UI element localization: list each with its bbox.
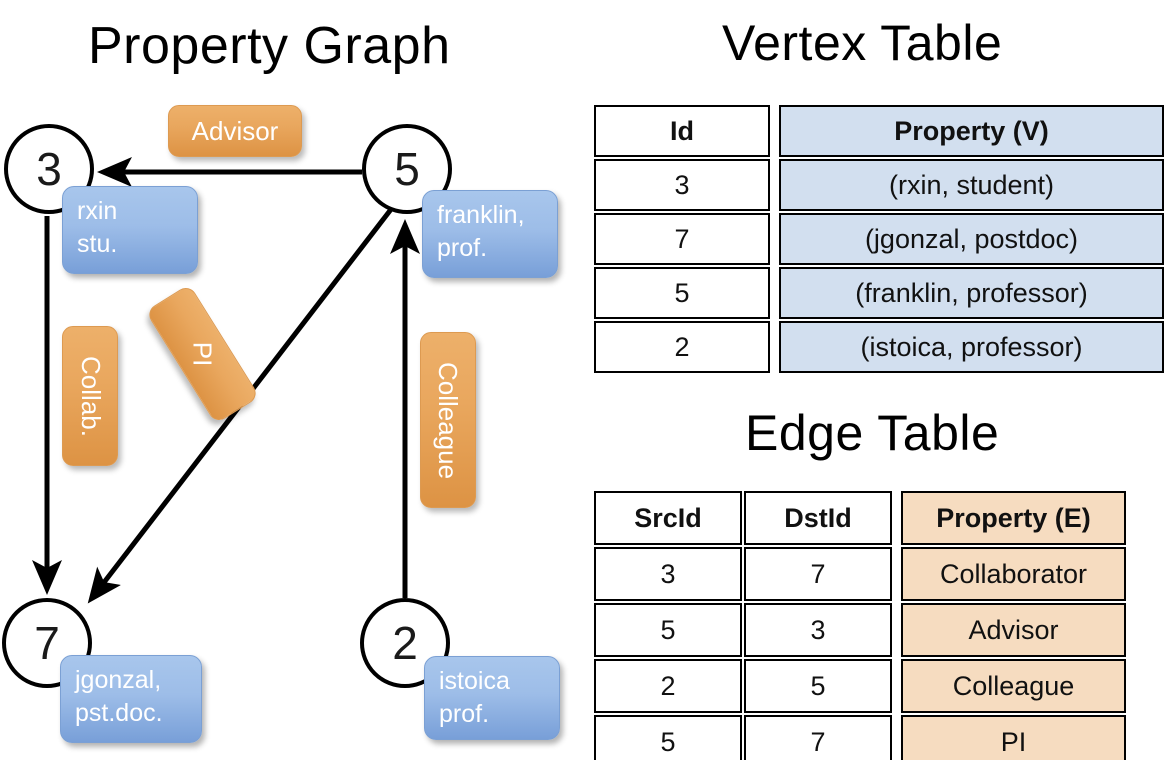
table-row: 5 (franklin, professor) (594, 267, 1164, 319)
edge-label-collab: Collab. (62, 326, 118, 466)
vertex-table-header-property: Property (V) (779, 105, 1164, 157)
table-row: 5 7 PI (594, 715, 1126, 760)
edge-dst-cell: 7 (744, 547, 892, 601)
vertex-property-line2: stu. (77, 229, 118, 258)
page-title-property-graph: Property Graph (88, 17, 451, 75)
vertex-property-cell: (jgonzal, postdoc) (779, 213, 1164, 265)
edge-label-text: PI (187, 341, 218, 367)
vertex-property-box-3: rxin stu. (62, 186, 198, 274)
edge-src-cell: 5 (594, 715, 742, 760)
table-row: 3 7 Collaborator (594, 547, 1126, 601)
vertex-property-cell: (franklin, professor) (779, 267, 1164, 319)
table-row: 5 3 Advisor (594, 603, 1126, 657)
vertex-property-box-5: franklin, prof. (422, 190, 558, 278)
vertex-property-box-2: istoica prof. (424, 656, 560, 740)
vertex-id-cell: 2 (594, 321, 770, 373)
table-header-row: Id Property (V) (594, 105, 1164, 157)
edge-property-cell: Collaborator (901, 547, 1126, 601)
page-title-edge-table: Edge Table (745, 405, 1000, 461)
vertex-table-header-id: Id (594, 105, 770, 157)
edge-src-cell: 5 (594, 603, 742, 657)
page-title-vertex-table: Vertex Table (722, 15, 1003, 71)
column-gap (894, 547, 899, 601)
vertex-property-line1: istoica (439, 667, 510, 695)
edge-table: SrcId DstId Property (E) 3 7 Collaborato… (592, 489, 1128, 760)
edge-table-header-dstid: DstId (744, 491, 892, 545)
edge-table-header-srcid: SrcId (594, 491, 742, 545)
column-gap (772, 105, 777, 157)
vertex-property-line2: prof. (439, 699, 490, 728)
edge-dst-cell: 7 (744, 715, 892, 760)
vertex-property-line2: pst.doc. (75, 698, 163, 727)
property-graph-diagram: 3 5 7 2 rxin stu. franklin, prof. jgonza… (2, 105, 560, 743)
edge-src-cell: 2 (594, 659, 742, 713)
column-gap (772, 213, 777, 265)
column-gap (772, 267, 777, 319)
edge-dst-cell: 3 (744, 603, 892, 657)
table-row: 2 5 Colleague (594, 659, 1126, 713)
column-gap (894, 603, 899, 657)
table-row: 7 (jgonzal, postdoc) (594, 213, 1164, 265)
graph-node-5[interactable]: 5 (362, 124, 452, 214)
edge-property-cell: Colleague (901, 659, 1126, 713)
edge-property-cell: Advisor (901, 603, 1126, 657)
table-row: 2 (istoica, professor) (594, 321, 1164, 373)
vertex-id-cell: 7 (594, 213, 770, 265)
edge-label-text: Colleague (433, 361, 464, 479)
vertex-property-line1: franklin, (437, 201, 525, 229)
column-gap (772, 321, 777, 373)
table-row: 3 (rxin, student) (594, 159, 1164, 211)
vertex-table: Id Property (V) 3 (rxin, student) 7 (jgo… (592, 103, 1166, 375)
column-gap (894, 491, 899, 545)
column-gap (894, 659, 899, 713)
edge-label-advisor: Advisor (168, 105, 302, 157)
edge-src-cell: 3 (594, 547, 742, 601)
vertex-property-box-7: jgonzal, pst.doc. (60, 655, 202, 743)
graph-node-2[interactable]: 2 (360, 598, 450, 688)
vertex-property-line1: jgonzal, (75, 666, 162, 694)
vertex-property-line1: rxin (77, 197, 118, 225)
edge-label-colleague: Colleague (420, 332, 476, 508)
edge-label-text: Advisor (191, 115, 279, 146)
table-header-row: SrcId DstId Property (E) (594, 491, 1126, 545)
edge-label-text: Collab. (75, 355, 106, 437)
edge-table-header-property: Property (E) (901, 491, 1126, 545)
vertex-property-cell: (rxin, student) (779, 159, 1164, 211)
vertex-property-line2: prof. (437, 233, 488, 262)
edge-property-cell: PI (901, 715, 1126, 760)
column-gap (894, 715, 899, 760)
edge-dst-cell: 5 (744, 659, 892, 713)
column-gap (772, 159, 777, 211)
vertex-id-cell: 5 (594, 267, 770, 319)
vertex-property-cell: (istoica, professor) (779, 321, 1164, 373)
vertex-id-cell: 3 (594, 159, 770, 211)
